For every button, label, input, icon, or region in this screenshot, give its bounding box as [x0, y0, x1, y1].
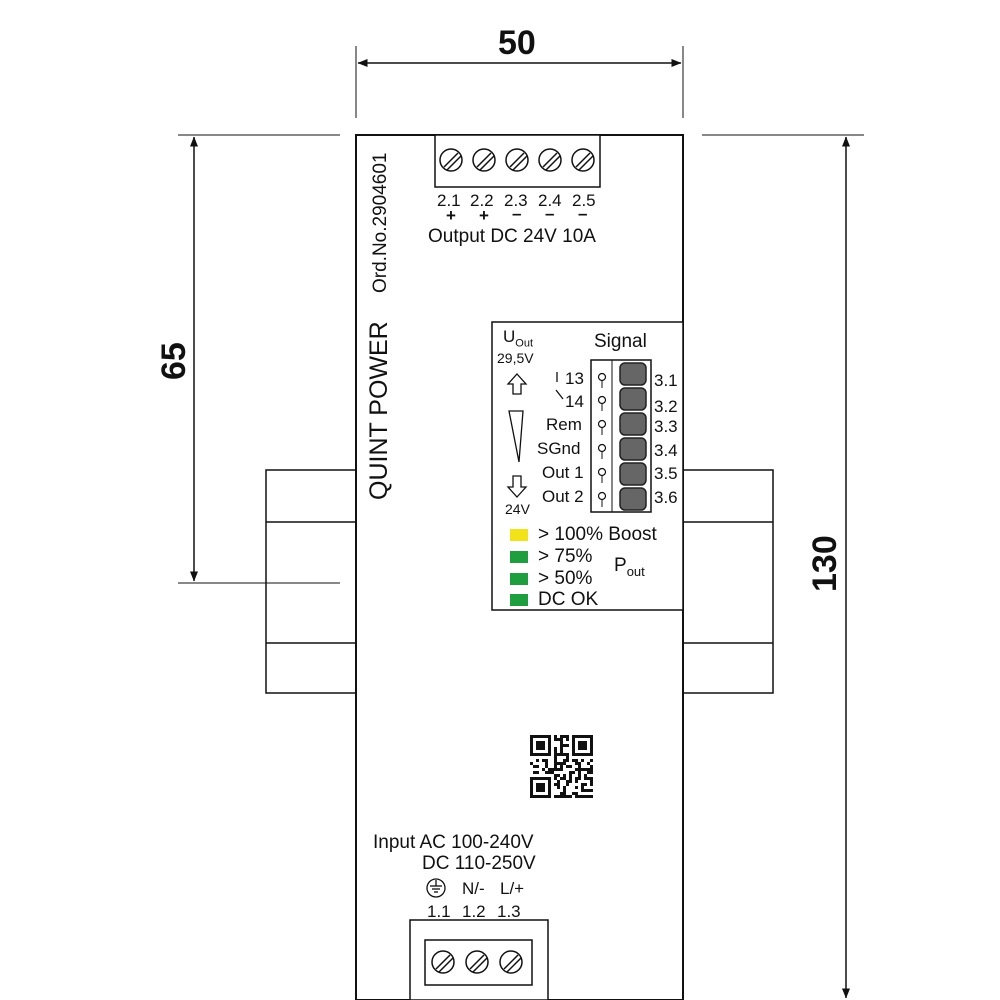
contact-14-label: 14: [565, 392, 584, 411]
product-name: QUINT POWER: [365, 321, 393, 500]
contact-rem-label: Rem: [546, 415, 582, 434]
arrow-down-icon: [506, 475, 528, 498]
order-number: Ord.No.2904601: [370, 152, 391, 294]
ground-icon: [426, 878, 446, 898]
dimension-130-label: 130: [806, 535, 844, 592]
output-terminal-2-3: 2.3: [504, 191, 528, 210]
contact-13-label: 13: [565, 369, 584, 388]
signal-terminal-3-3: 3.3: [654, 417, 678, 436]
uout-min-label: 24V: [505, 501, 530, 517]
input-name-n: N/-: [462, 879, 485, 898]
input-terminal-1-3: 1.3: [497, 902, 521, 921]
output-polarity-2-4: –: [545, 204, 555, 223]
arrow-up-icon: [506, 373, 528, 395]
led-indicator: [510, 551, 528, 563]
led-indicator: [510, 529, 528, 541]
contact-out2-label: Out 2: [542, 487, 584, 506]
dimension-width-label: 50: [498, 24, 536, 62]
screw-terminal-icon: [431, 950, 523, 974]
signal-terminal-3-2: 3.2: [654, 397, 678, 416]
output-terminal-2-4: 2.4: [538, 191, 562, 210]
screw-terminal-icon: [439, 148, 595, 172]
signal-title: Signal: [594, 331, 647, 352]
uout-max-label: 29,5V: [497, 350, 534, 366]
potentiometer-icon: [508, 410, 524, 463]
din-rail-clip-right: [682, 469, 774, 694]
led-indicators: [510, 529, 528, 606]
output-terminal-2-5: 2.5: [572, 191, 596, 210]
signal-terminal-3-1: 3.1: [654, 371, 678, 390]
input-terminal-1-1: 1.1: [427, 902, 451, 921]
output-label: Output DC 24V 10A: [428, 226, 596, 247]
contact-sgnd-label: SGnd: [537, 439, 581, 458]
pout-label: Pout: [614, 555, 645, 579]
input-label-line2: DC 110-250V: [422, 853, 536, 874]
extension-lines: [178, 46, 864, 584]
contact-out1-label: Out 1: [542, 463, 584, 482]
dimension-65-label: 65: [155, 342, 193, 380]
led-label-50: > 50%: [538, 568, 593, 589]
input-label-line1: Input AC 100-240V: [373, 832, 534, 853]
output-polarity-2-3: –: [512, 204, 522, 223]
output-polarity-2-2: +: [479, 206, 489, 225]
output-polarity-2-5: –: [578, 204, 588, 223]
led-indicator: [510, 594, 528, 606]
output-terminal-2-1: 2.1: [437, 191, 461, 210]
signal-terminal-3-5: 3.5: [654, 464, 678, 483]
input-terminal-1-2: 1.2: [462, 902, 486, 921]
input-name-l: L/+: [500, 879, 525, 898]
din-rail-clip-left: [265, 469, 357, 694]
relay-contact-icon: [555, 372, 564, 400]
output-terminal-block: [434, 134, 601, 188]
uout-label: UOut: [503, 327, 534, 350]
input-terminal-block: [409, 919, 549, 1000]
output-polarity-2-1: +: [446, 206, 456, 225]
signal-terminal-3-6: 3.6: [654, 488, 678, 507]
led-label-dc-ok: DC OK: [538, 589, 599, 610]
qr-code-icon: [530, 735, 593, 798]
output-terminal-2-2: 2.2: [470, 191, 494, 210]
signal-terminal-3-4: 3.4: [654, 441, 678, 460]
led-label-75: > 75%: [538, 546, 593, 567]
led-indicator: [510, 573, 528, 585]
signal-terminal-block: [590, 359, 652, 513]
led-label-boost: > 100% Boost: [538, 524, 657, 545]
